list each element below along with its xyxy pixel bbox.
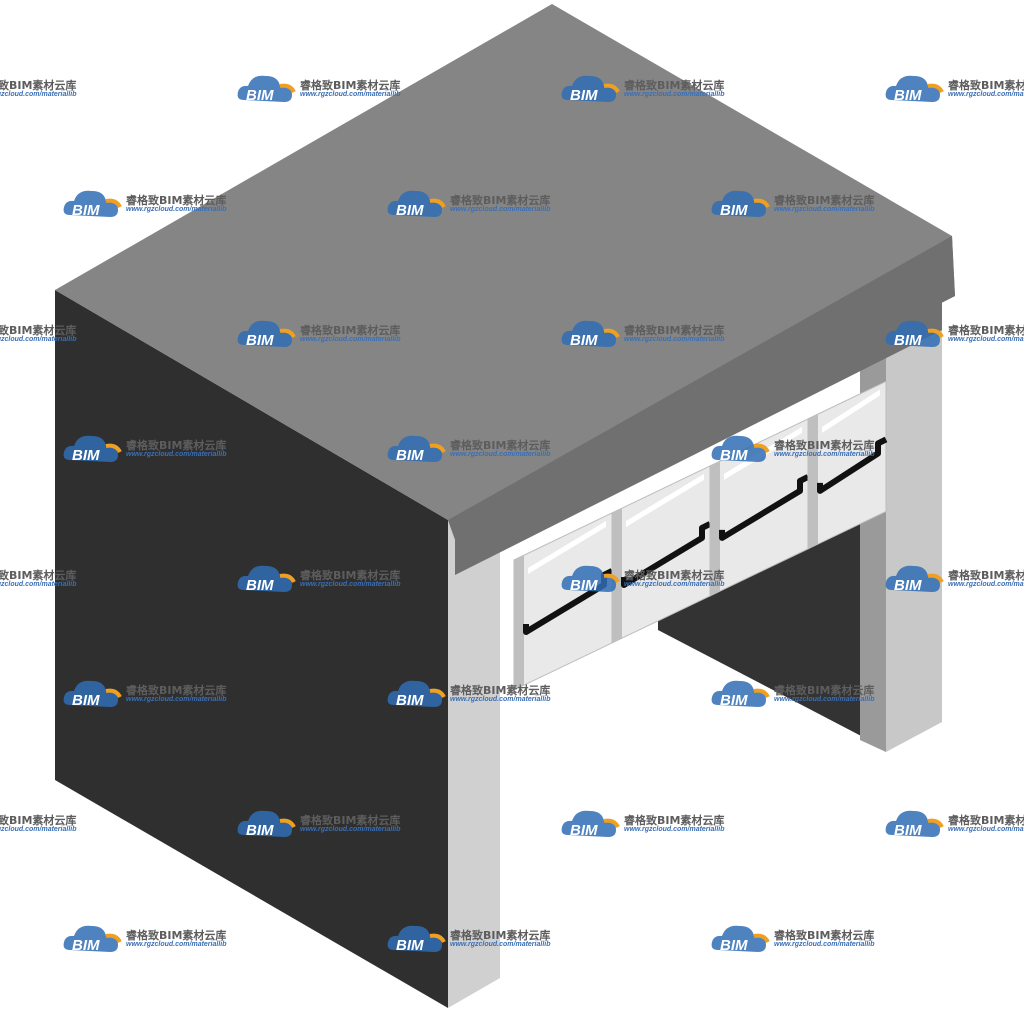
drawer-highlight bbox=[528, 520, 606, 574]
drawer bbox=[807, 380, 888, 550]
drawer bbox=[513, 512, 614, 691]
desk-right-leg bbox=[886, 290, 942, 752]
drawer-highlight bbox=[626, 473, 704, 527]
drawer-side-edge bbox=[808, 413, 818, 549]
desk-top-surface bbox=[55, 4, 955, 548]
drawer-handle bbox=[817, 436, 888, 494]
drawer-side-edge bbox=[710, 460, 720, 596]
desk-left-side-panel bbox=[55, 290, 448, 1008]
drawer-side-edge bbox=[514, 555, 524, 690]
drawer bbox=[611, 465, 712, 644]
drawer-handle bbox=[719, 474, 810, 541]
drawer-highlight bbox=[822, 389, 880, 433]
desk-front-leg bbox=[448, 500, 500, 1008]
drawer-side-edge bbox=[612, 507, 622, 643]
drawer-handle bbox=[621, 521, 712, 588]
drawer-front bbox=[513, 512, 613, 691]
desk-top-edge bbox=[448, 236, 955, 548]
